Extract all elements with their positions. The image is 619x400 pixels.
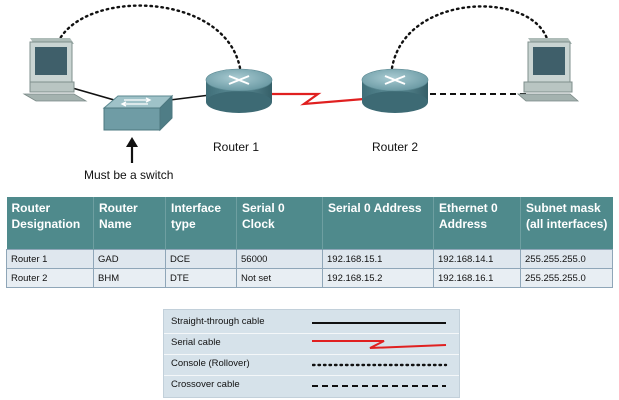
table-cell: 192.168.15.2 (322, 268, 434, 288)
router-config-table: Router Designation Router Name Interface… (6, 197, 613, 288)
table-cell: BHM (93, 268, 166, 288)
router-1-icon (205, 68, 273, 113)
header-subnet-mask: Subnet mask (all interfaces) (520, 197, 613, 250)
legend-label: Straight-through cable (171, 316, 265, 327)
console-cable-right (390, 5, 550, 70)
console-cable-swatch (312, 363, 448, 367)
header-serial-clock: Serial 0 Clock (236, 197, 323, 250)
header-router-name: Router Name (93, 197, 166, 250)
header-interface-type: Interface type (165, 197, 237, 250)
table-cell: 192.168.15.1 (322, 249, 434, 269)
header-ethernet-address: Ethernet 0 Address (433, 197, 521, 250)
router-2-label: Router 2 (372, 140, 419, 154)
table-cell: 255.255.255.0 (520, 268, 613, 288)
table-cell: Router 1 (6, 249, 94, 269)
serial-cable-swatch (312, 340, 447, 349)
table-cell: DCE (165, 249, 237, 269)
straight-cable-switch-router (169, 94, 211, 101)
table-cell: 192.168.14.1 (433, 249, 521, 269)
serial-cable (270, 92, 365, 106)
pc-left-icon (22, 38, 88, 102)
table-cell: Router 2 (6, 268, 94, 288)
legend-item-crossover: Crossover cable (164, 375, 459, 396)
header-serial-address: Serial 0 Address (322, 197, 434, 250)
legend-label: Console (Rollover) (171, 358, 250, 369)
straight-cable-swatch (312, 322, 446, 324)
table-cell: GAD (93, 249, 166, 269)
router-1-label: Router 1 (213, 140, 260, 154)
table-cell: Not set (236, 268, 323, 288)
arrow-up-icon (126, 137, 138, 163)
table-row: Router 2 BHM DTE Not set 192.168.15.2 19… (6, 268, 613, 288)
crossover-cable-swatch (312, 385, 446, 387)
console-cable-left (56, 4, 242, 70)
switch-icon (102, 94, 174, 132)
table-row: Router 1 GAD DCE 56000 192.168.15.1 192.… (6, 249, 613, 269)
header-router-designation: Router Designation (6, 197, 94, 250)
legend-label: Serial cable (171, 337, 221, 348)
legend-item-console: Console (Rollover) (164, 354, 459, 375)
switch-note: Must be a switch (84, 168, 174, 182)
pc-right-icon (516, 38, 580, 102)
router-2-icon (361, 68, 429, 113)
legend-label: Crossover cable (171, 379, 240, 390)
network-topology (22, 4, 580, 163)
legend-item-straight: Straight-through cable (164, 312, 459, 333)
table-cell: DTE (165, 268, 237, 288)
table-cell: 56000 (236, 249, 323, 269)
cable-legend: Straight-through cable Serial cable Cons… (163, 309, 460, 398)
table-cell: 255.255.255.0 (520, 249, 613, 269)
legend-item-serial: Serial cable (164, 333, 459, 354)
table-header-row: Router Designation Router Name Interface… (6, 197, 613, 250)
table-cell: 192.168.16.1 (433, 268, 521, 288)
